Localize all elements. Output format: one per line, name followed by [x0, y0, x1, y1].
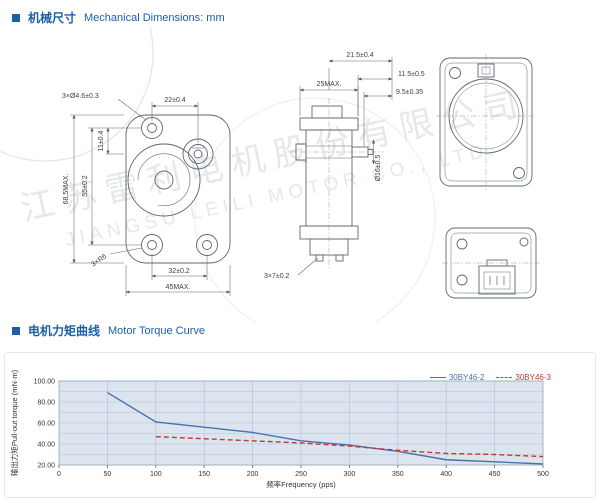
x-tick-label: 500 [537, 471, 549, 478]
y-tick-label: 40.00 [37, 442, 55, 449]
mechanical-drawings-svg: 3×Ø4.6±0.3 22±0.4 68.5MAX. 55±0.2 11±0.4… [0, 0, 540, 339]
torque-title-en: Motor Torque Curve [108, 324, 206, 337]
chart-legend: 30BY46-2 30BY46-3 [429, 373, 551, 382]
mechanical-title-en: Mechanical Dimensions: mm [84, 11, 225, 24]
x-tick-label: 300 [344, 471, 356, 478]
y-tick-label: 80.00 [37, 400, 55, 407]
x-axis-title: 频率Frequency (pps) [266, 479, 336, 489]
dim-hole-span-top: 22±0.4 [164, 97, 185, 104]
side-view-dimension-lines [297, 57, 393, 276]
dim-overall-depth: 21.5±0.4 [346, 52, 373, 59]
dim-boss-depth: 9.5±0.35 [396, 89, 423, 96]
series1-line-swatch-icon [429, 377, 446, 378]
y-axis-title: 输出力矩Pull-out torque (mN·m) [9, 369, 19, 476]
x-tick-label: 0 [57, 471, 61, 478]
series-line-30BY46-2 [107, 391, 544, 465]
legend-item-series2: 30BY46-3 [496, 373, 551, 382]
x-tick-label: 100 [150, 471, 162, 478]
dim-mount-holes: 3×Ø4.6±0.3 [62, 93, 99, 100]
dim-slot-size: 3×7±0.2 [264, 273, 290, 280]
dim-depth-max: 25MAX. [317, 81, 342, 88]
dim-boss-diameter: Ø16±0.5 [375, 154, 382, 181]
front-view-dimension-lines [70, 98, 231, 296]
series2-line-swatch-icon [496, 377, 513, 378]
legend-item-series1: 30BY46-2 [429, 373, 485, 382]
x-tick-label: 450 [489, 471, 501, 478]
dim-corner-radius: 3×R6 [90, 253, 108, 269]
x-tick-label: 150 [198, 471, 210, 478]
series1-label: 30BY46-2 [448, 373, 485, 382]
y-tick-label: 20.00 [37, 463, 55, 470]
dim-hole-span-vertical: 55±0.2 [82, 175, 89, 196]
torque-chart-svg: 0 50 100 150 200 250 300 350 400 450 500 100.00 80.0… [9, 369, 549, 489]
section-bullet-icon [12, 13, 20, 22]
x-tick-label: 400 [440, 471, 452, 478]
x-tick-label: 200 [247, 471, 259, 478]
mechanical-title-zh: 机械尺寸 [28, 11, 77, 25]
bottom-view [442, 227, 540, 299]
dim-height-max: 68.5MAX. [63, 174, 70, 205]
front-view [125, 114, 231, 264]
series-line-30BY46-3 [155, 435, 544, 458]
chart-series [107, 391, 544, 465]
y-tick-label: 60.00 [37, 421, 55, 428]
x-tick-label: 350 [392, 471, 404, 478]
dim-shaft-offset: 11±0.4 [98, 130, 105, 151]
mechanical-drawings: 3×Ø4.6±0.3 22±0.4 68.5MAX. 55±0.2 11±0.4… [0, 0, 600, 339]
torque-curve-chart: 30BY46-2 30BY46-3 0 50 100 150 200 250 300 350 4… [4, 352, 596, 498]
torque-section-header: 电机力矩曲线 Motor Torque Curve [12, 322, 205, 339]
side-view [290, 98, 384, 268]
watermark-circle [0, 0, 154, 162]
chart-grid: 0 50 100 150 200 250 300 350 400 450 500 100.00 80.0… [34, 379, 549, 479]
section-bullet-icon [12, 326, 20, 335]
watermark-circle-2 [194, 97, 436, 339]
dim-width-max: 45MAX. [166, 284, 191, 291]
torque-title-zh: 电机力矩曲线 [28, 324, 101, 338]
series2-label: 30BY46-3 [515, 373, 551, 382]
dim-hole-span-bottom: 32±0.2 [168, 268, 189, 275]
dim-shaft-length: 11.5±0.5 [398, 71, 425, 78]
rear-view [436, 54, 536, 190]
y-tick-label: 100.00 [34, 379, 56, 386]
mechanical-section-header: 机械尺寸 Mechanical Dimensions: mm [12, 9, 225, 26]
x-tick-label: 250 [295, 471, 307, 478]
x-tick-label: 50 [104, 471, 112, 478]
